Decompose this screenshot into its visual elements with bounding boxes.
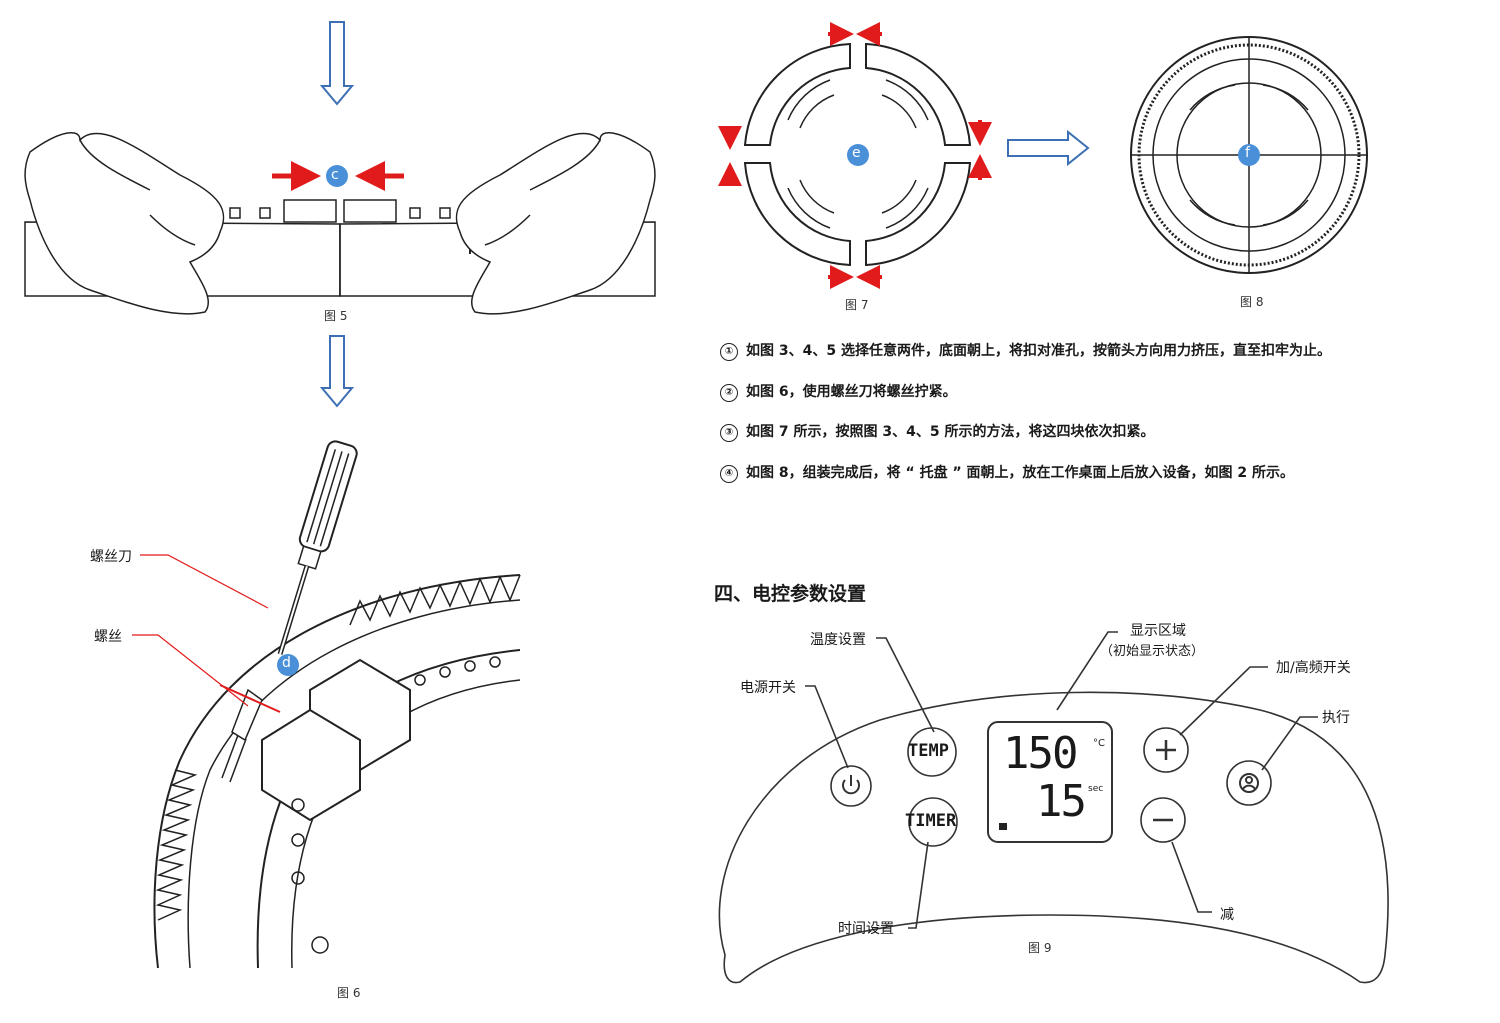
plus-switch-label: 加/高频开关 [1276,660,1351,676]
screw-icon [221,688,263,783]
screwdriver-icon [277,440,358,655]
figure-8-caption: 图 8 [1240,295,1264,309]
display-time: 15 [1036,776,1087,827]
power-switch-label: 电源开关 [740,680,796,696]
display-area-sublabel: （初始显示状态） [1100,644,1205,659]
timer-button: TIMER [905,811,957,831]
figure-7-caption: 图 7 [845,298,869,312]
figure-6 [132,440,521,969]
time-setting-label: 时间设置 [838,921,894,937]
marker-f-label: f [1245,145,1250,161]
figure-9 [718,631,1389,984]
figure-6-caption: 图 6 [337,986,361,1000]
right-arrow-icon [1007,129,1090,167]
display-indicator-icon [999,823,1007,830]
marker-c-label: c [331,167,339,183]
display-temp-unit: °C [1093,738,1105,749]
marker-e-label: e [852,145,861,161]
plus-icon [1156,740,1176,760]
execute-icon [1239,773,1259,793]
marker-c [326,165,348,187]
figure-8 [1130,36,1368,274]
screw-label: 螺丝 [94,629,122,645]
down-arrow-icon [319,21,355,106]
marker-f [1238,144,1260,166]
screwdriver-label: 螺丝刀 [90,549,132,565]
down-arrow-icon [319,335,355,408]
marker-d [277,654,299,676]
marker-e [847,144,869,166]
figure-7 [718,22,992,289]
figure-9-caption: 图 9 [1028,941,1052,955]
figure-5 [24,21,656,408]
display-temperature: 150 [1003,728,1078,779]
marker-d-label: d [282,655,291,671]
section-title: 四、电控参数设置 [714,583,867,605]
display-time-unit: sec [1088,784,1104,794]
display-area-label: 显示区域 [1130,623,1186,639]
execute-label: 执行 [1322,710,1350,726]
temp-button: TEMP [908,741,949,761]
minus-label: 减 [1220,907,1234,923]
power-icon [842,775,860,795]
figure-5-caption: 图 5 [324,309,348,323]
temp-setting-label: 温度设置 [810,632,866,648]
